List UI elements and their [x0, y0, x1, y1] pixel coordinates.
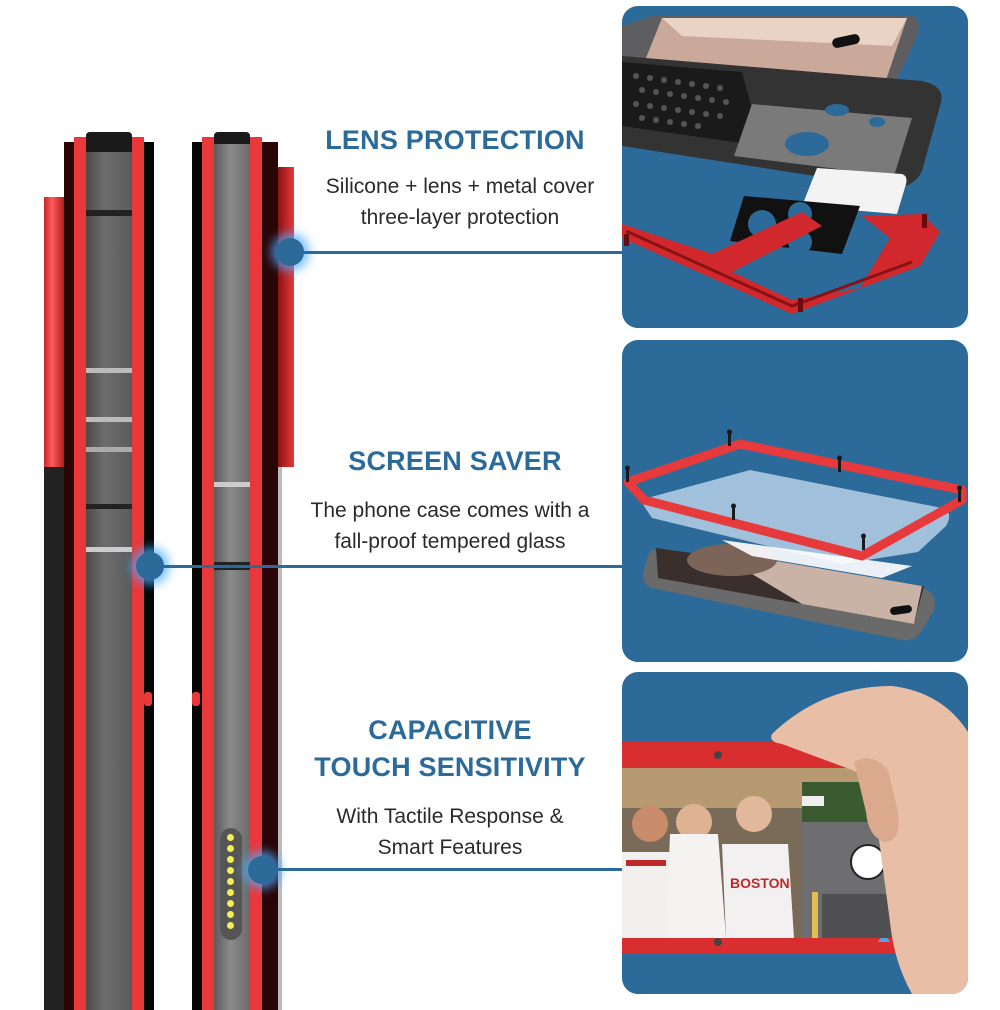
button-ridge [86, 504, 132, 509]
button-ridge [86, 417, 132, 422]
exploded-bezel-illustration [623, 429, 967, 641]
callout-marker-lens [276, 238, 304, 266]
callout-marker-touch [248, 856, 276, 884]
screw-hole [192, 692, 200, 706]
bumper-top [214, 132, 250, 144]
feature-desc-screen-2: fall-proof tempered glass [334, 530, 566, 553]
lens-protection-image [622, 6, 968, 328]
case-dark-rail [262, 142, 278, 1010]
feature-title-touch-1: CAPACITIVE [368, 715, 532, 745]
feature-desc-screen-1: The phone case comes with a [310, 499, 590, 522]
callout-line-touch [272, 868, 622, 871]
case-dark-rail [64, 142, 74, 1010]
case-lower-edge [278, 467, 282, 1010]
callout-line-lens [300, 251, 622, 254]
button-ridge [214, 482, 250, 487]
case-black-rail [192, 142, 202, 1010]
button-ridge [86, 447, 132, 452]
charging-pins [227, 834, 235, 929]
shutter-button-icon [850, 844, 886, 880]
phone-side-view-left [44, 132, 154, 1010]
button-ridge [86, 368, 132, 373]
screw-hole [144, 692, 152, 706]
feature-desc-touch-1: With Tactile Response & [336, 805, 564, 828]
bumper-gray [86, 132, 132, 1010]
feature-desc-touch-2: Smart Features [377, 836, 523, 859]
callout-marker-screen [136, 552, 164, 580]
bumper-top [86, 132, 132, 152]
exploded-case-illustration [622, 16, 942, 314]
callout-line-screen [160, 565, 622, 568]
case-red-rail [74, 137, 86, 1010]
feature-title-lens: LENS PROTECTION [325, 125, 585, 155]
feature-desc-lens-2: three-layer protection [360, 206, 560, 229]
case-lower-edge [44, 467, 64, 1010]
case-red-rail [202, 137, 214, 1010]
hand-camera-illustration: BOSTON [622, 686, 968, 994]
charging-port [220, 828, 242, 940]
bumper-ridge [86, 210, 132, 216]
case-red-rail [250, 137, 262, 1010]
button-ridge [86, 547, 132, 552]
screen-saver-image [622, 340, 968, 662]
feature-title-touch-2: TOUCH SENSITIVITY [314, 752, 586, 782]
feature-title-screen: SCREEN SAVER [348, 446, 562, 476]
bumper-gray [214, 132, 250, 1010]
touch-sensitivity-image: BOSTON [622, 672, 968, 994]
shirt-text: BOSTON [730, 875, 790, 891]
feature-desc-lens-1: Silicone + lens + metal cover [325, 175, 595, 198]
